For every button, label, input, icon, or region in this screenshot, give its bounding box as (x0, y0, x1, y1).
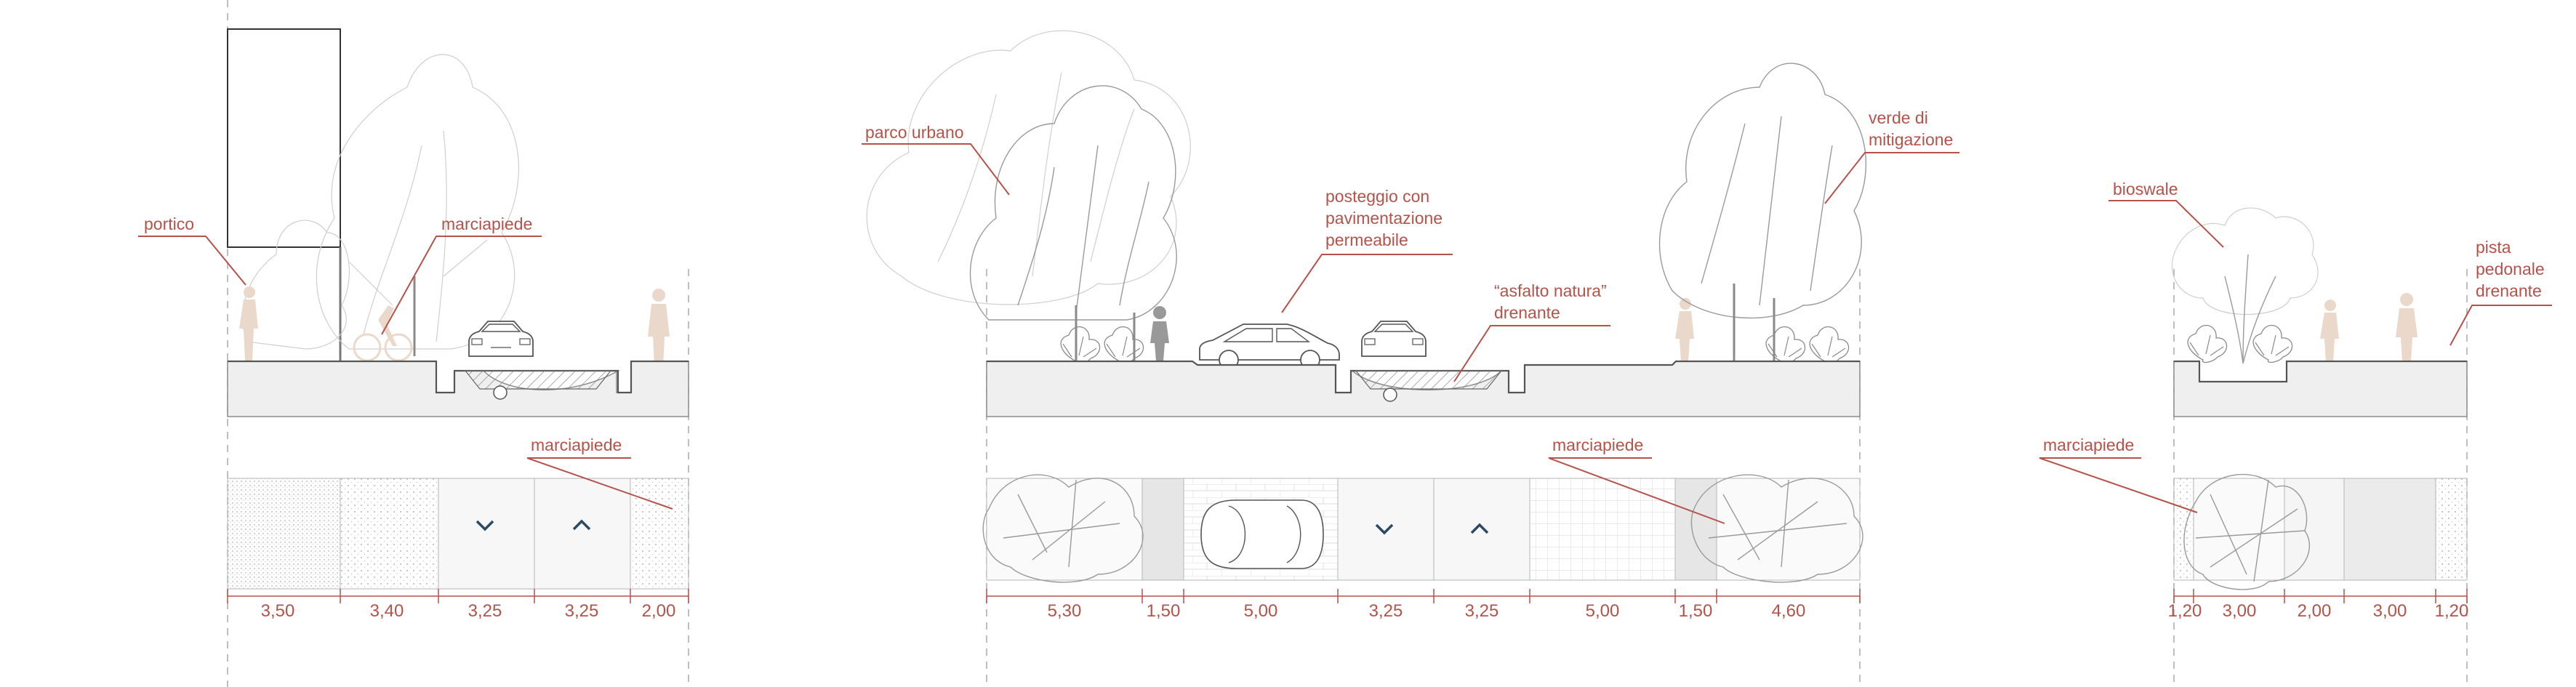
leader-line (1281, 254, 1453, 313)
label-bioswale: bioswale (2113, 180, 2178, 198)
shrub-icon (982, 474, 1144, 583)
leader-line (2039, 457, 2198, 513)
leader-line (1548, 457, 1725, 524)
leader-line (1453, 325, 1610, 382)
shrub-icon (1765, 326, 1806, 365)
dimension-label: 2,00 (2298, 601, 2332, 621)
shrub-icon (2187, 324, 2228, 363)
shrub-icon (1060, 326, 1101, 365)
chevron-down-icon (476, 520, 494, 531)
drain-pipe-icon (493, 385, 507, 400)
section-c: bioswale pista pedonale drenante marciap… (2039, 180, 2552, 687)
drain-pipe-icon (1383, 387, 1397, 402)
leader-line (1824, 152, 1959, 204)
drainage-layer (464, 370, 612, 390)
person-icon (1675, 298, 1694, 362)
chevron-down-icon (1375, 523, 1394, 535)
leader-line (526, 457, 673, 510)
dimension-label: 3,25 (468, 601, 502, 621)
dimension-ticks (2173, 589, 2468, 603)
person-icon (648, 289, 670, 367)
chevron-up-icon (572, 519, 591, 531)
dimension-label: 1,20 (2168, 601, 2202, 621)
chevron-up-icon (1470, 523, 1489, 534)
label-marciapiede: marciapiede (531, 435, 622, 454)
dimension-label: 1,20 (2435, 601, 2469, 621)
tree-icon (1658, 63, 1866, 361)
dimension-label: 3,25 (1369, 601, 1403, 621)
dimension-label: 5,30 (1048, 601, 1082, 621)
dimension-label: 3,00 (2223, 601, 2257, 621)
road-section (2173, 361, 2468, 417)
dimension-ticks (227, 589, 689, 603)
shrub-icon (1809, 326, 1850, 365)
leader-line (2449, 305, 2552, 346)
tree-icon (969, 85, 1177, 361)
dimension-label: 3,00 (2373, 601, 2407, 621)
label-posteggio: permeabile (1325, 230, 1408, 249)
person-icon (1150, 306, 1169, 361)
plan-strip-c (2173, 473, 2468, 590)
label-posteggio: posteggio con (1325, 187, 1429, 206)
shrub-icon (1690, 474, 1863, 583)
portico-structure (227, 28, 341, 248)
dimension-label: 3,50 (261, 601, 295, 621)
car-icon (1199, 324, 1340, 370)
section-b: parco urbano posteggio con pavimentazion… (862, 30, 1959, 687)
label-asfalto: drenante (1494, 303, 1560, 322)
tree-icon (241, 220, 350, 350)
dimension-label: 1,50 (1679, 601, 1713, 621)
shrub-icon (1104, 326, 1144, 365)
label-pista: pedonale (2476, 260, 2545, 278)
person-icon (239, 286, 258, 361)
tree-icon (316, 54, 519, 356)
car-icon (1361, 321, 1427, 357)
shrub-icon (2183, 473, 2310, 590)
road-section (227, 361, 689, 417)
label-pista: drenante (2476, 281, 2542, 300)
dimension-ticks (986, 589, 1861, 603)
dimension-label: 1,50 (1147, 601, 1181, 621)
dimension-label: 3,25 (565, 601, 599, 621)
plan-strip-b (982, 474, 1863, 583)
label-posteggio: pavimentazione (1325, 209, 1443, 228)
label-portico: portico (144, 214, 194, 233)
dimension-label: 5,00 (1244, 601, 1278, 621)
label-asfalto: “asfalto natura” (1494, 281, 1607, 300)
person-icon (2320, 300, 2339, 362)
label-verde: mitigazione (1869, 130, 1953, 149)
drainage-layer (1355, 370, 1503, 390)
leader-line (138, 236, 246, 286)
dimension-label: 3,40 (370, 601, 404, 621)
label-marciapiede: marciapiede (441, 214, 532, 233)
label-parco-urbano: parco urbano (865, 123, 964, 142)
car-icon (468, 321, 534, 357)
leader-line (862, 143, 1010, 196)
section-a: portico marciapiede marciapiede 3,50 3,4… (138, 0, 689, 687)
shrub-icon (2252, 324, 2293, 363)
label-marciapiede: marciapiede (2043, 435, 2134, 454)
car-icon (1200, 499, 1324, 569)
ground-line (2174, 360, 2467, 383)
dimension-label: 5,00 (1586, 601, 1620, 621)
label-marciapiede: marciapiede (1552, 435, 1643, 454)
dimension-label: 2,00 (642, 601, 676, 621)
dimension-label: 3,25 (1465, 601, 1499, 621)
person-icon (2396, 293, 2417, 362)
label-pista: pista (2476, 238, 2511, 257)
label-verde: verde di (1869, 108, 1928, 127)
leader-line (381, 236, 542, 335)
plan-strip-a (227, 478, 689, 590)
tree-icon (2171, 207, 2319, 364)
leader-line (2108, 200, 2224, 248)
tree-icon (866, 30, 1191, 305)
dimension-label: 4,60 (1772, 601, 1806, 621)
